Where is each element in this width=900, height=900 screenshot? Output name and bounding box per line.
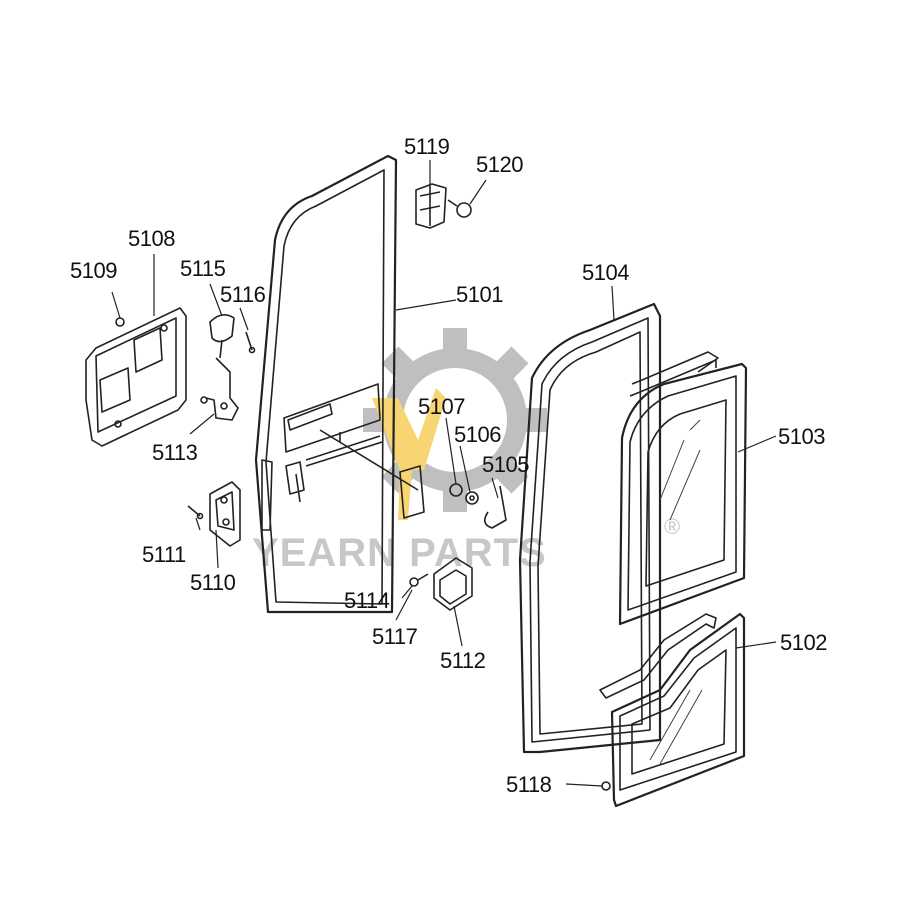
pin-5105	[484, 485, 507, 529]
label-5114: 5114	[344, 588, 390, 613]
latch-block	[399, 465, 425, 519]
rod-5113	[200, 357, 239, 421]
screw-5111	[187, 505, 204, 520]
label-5102: 5102	[780, 630, 827, 655]
watermark-registered: ®	[664, 514, 680, 539]
screw-5109	[115, 317, 125, 327]
watermark-brand: YEARN PARTS	[252, 531, 547, 575]
part-labels: 5119 5120 5108 5109 5115 5116 5101 5104 …	[70, 134, 828, 797]
bolt-5120	[447, 199, 472, 218]
door-frame-5101	[254, 154, 419, 614]
label-5101: 5101	[456, 282, 503, 307]
label-5104: 5104	[582, 260, 629, 285]
handle-5115	[209, 314, 235, 359]
label-5109: 5109	[70, 258, 117, 283]
label-5103: 5103	[778, 424, 825, 449]
screw-5116	[245, 331, 256, 354]
label-5119: 5119	[404, 134, 450, 159]
gear-icon	[363, 328, 547, 512]
label-5117: 5117	[372, 624, 418, 649]
lock-5112	[433, 557, 473, 611]
watermark-logo: YEARN PARTS ®	[252, 328, 680, 575]
label-5105: 5105	[482, 452, 529, 477]
label-5108: 5108	[128, 226, 175, 251]
label-5107: 5107	[418, 394, 465, 419]
label-5118: 5118	[506, 772, 552, 797]
lower-glass-5102	[599, 612, 746, 808]
bolt-5118	[601, 781, 611, 791]
washer-5106	[465, 491, 479, 505]
label-5112: 5112	[440, 648, 486, 673]
label-5110: 5110	[190, 570, 236, 595]
y-mark-icon	[372, 388, 446, 520]
screw-5114	[409, 573, 429, 587]
hinge-5119	[415, 183, 447, 229]
seal-5104	[518, 302, 662, 754]
upper-glass-5103	[618, 351, 748, 626]
label-5120: 5120	[476, 152, 523, 177]
label-5116: 5116	[220, 282, 266, 307]
label-5115: 5115	[180, 256, 226, 281]
label-5111: 5111	[142, 542, 186, 567]
leader-lines	[111, 160, 777, 787]
striker-5110	[209, 481, 241, 547]
label-5113: 5113	[152, 440, 198, 465]
cover-plate-5108	[85, 307, 187, 447]
label-5106: 5106	[454, 422, 501, 447]
